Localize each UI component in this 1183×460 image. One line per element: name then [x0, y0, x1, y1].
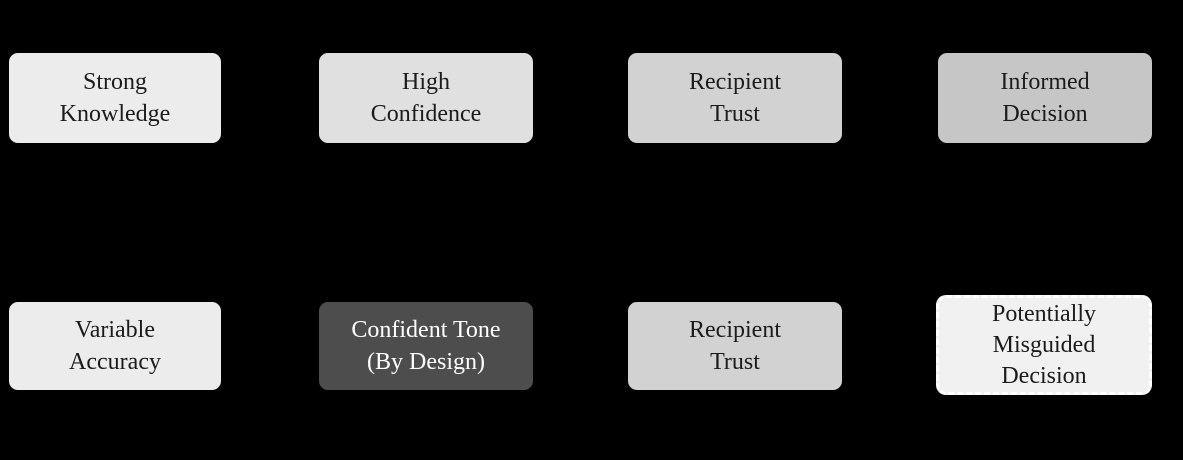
node-informed-decision: Informed Decision	[937, 52, 1153, 144]
node-label-line: Variable	[75, 317, 155, 343]
node-potentially-misguided-decision: Potentially Misguided Decision	[936, 295, 1152, 395]
node-recipient-trust-bottom: Recipient Trust	[627, 301, 843, 391]
node-label-line: Potentially	[992, 300, 1096, 327]
node-label-line: Trust	[710, 349, 760, 375]
node-label-line: Confidence	[370, 101, 482, 127]
node-label-line: Misguided	[992, 331, 1096, 358]
node-label-line: Recipient	[689, 69, 781, 95]
node-label-line: High	[402, 69, 450, 95]
node-confident-tone-by-design: Confident Tone (By Design)	[318, 301, 534, 391]
node-label-line: Confident Tone	[351, 317, 501, 343]
node-variable-accuracy: Variable Accuracy	[8, 301, 222, 391]
node-label-line: Strong	[82, 69, 147, 95]
node-label-line: Decision	[1001, 362, 1087, 389]
node-label-line: Decision	[1002, 101, 1088, 127]
node-high-confidence: High Confidence	[318, 52, 534, 144]
node-label-line: Trust	[710, 101, 760, 127]
node-label-line: Accuracy	[69, 349, 161, 375]
node-strong-knowledge: Strong Knowledge	[8, 52, 222, 144]
node-label-line: Informed	[1000, 69, 1090, 95]
node-label-line: Recipient	[689, 317, 781, 343]
node-label-line: Knowledge	[59, 101, 171, 127]
node-label-line: (By Design)	[367, 349, 485, 375]
node-recipient-trust-top: Recipient Trust	[627, 52, 843, 144]
